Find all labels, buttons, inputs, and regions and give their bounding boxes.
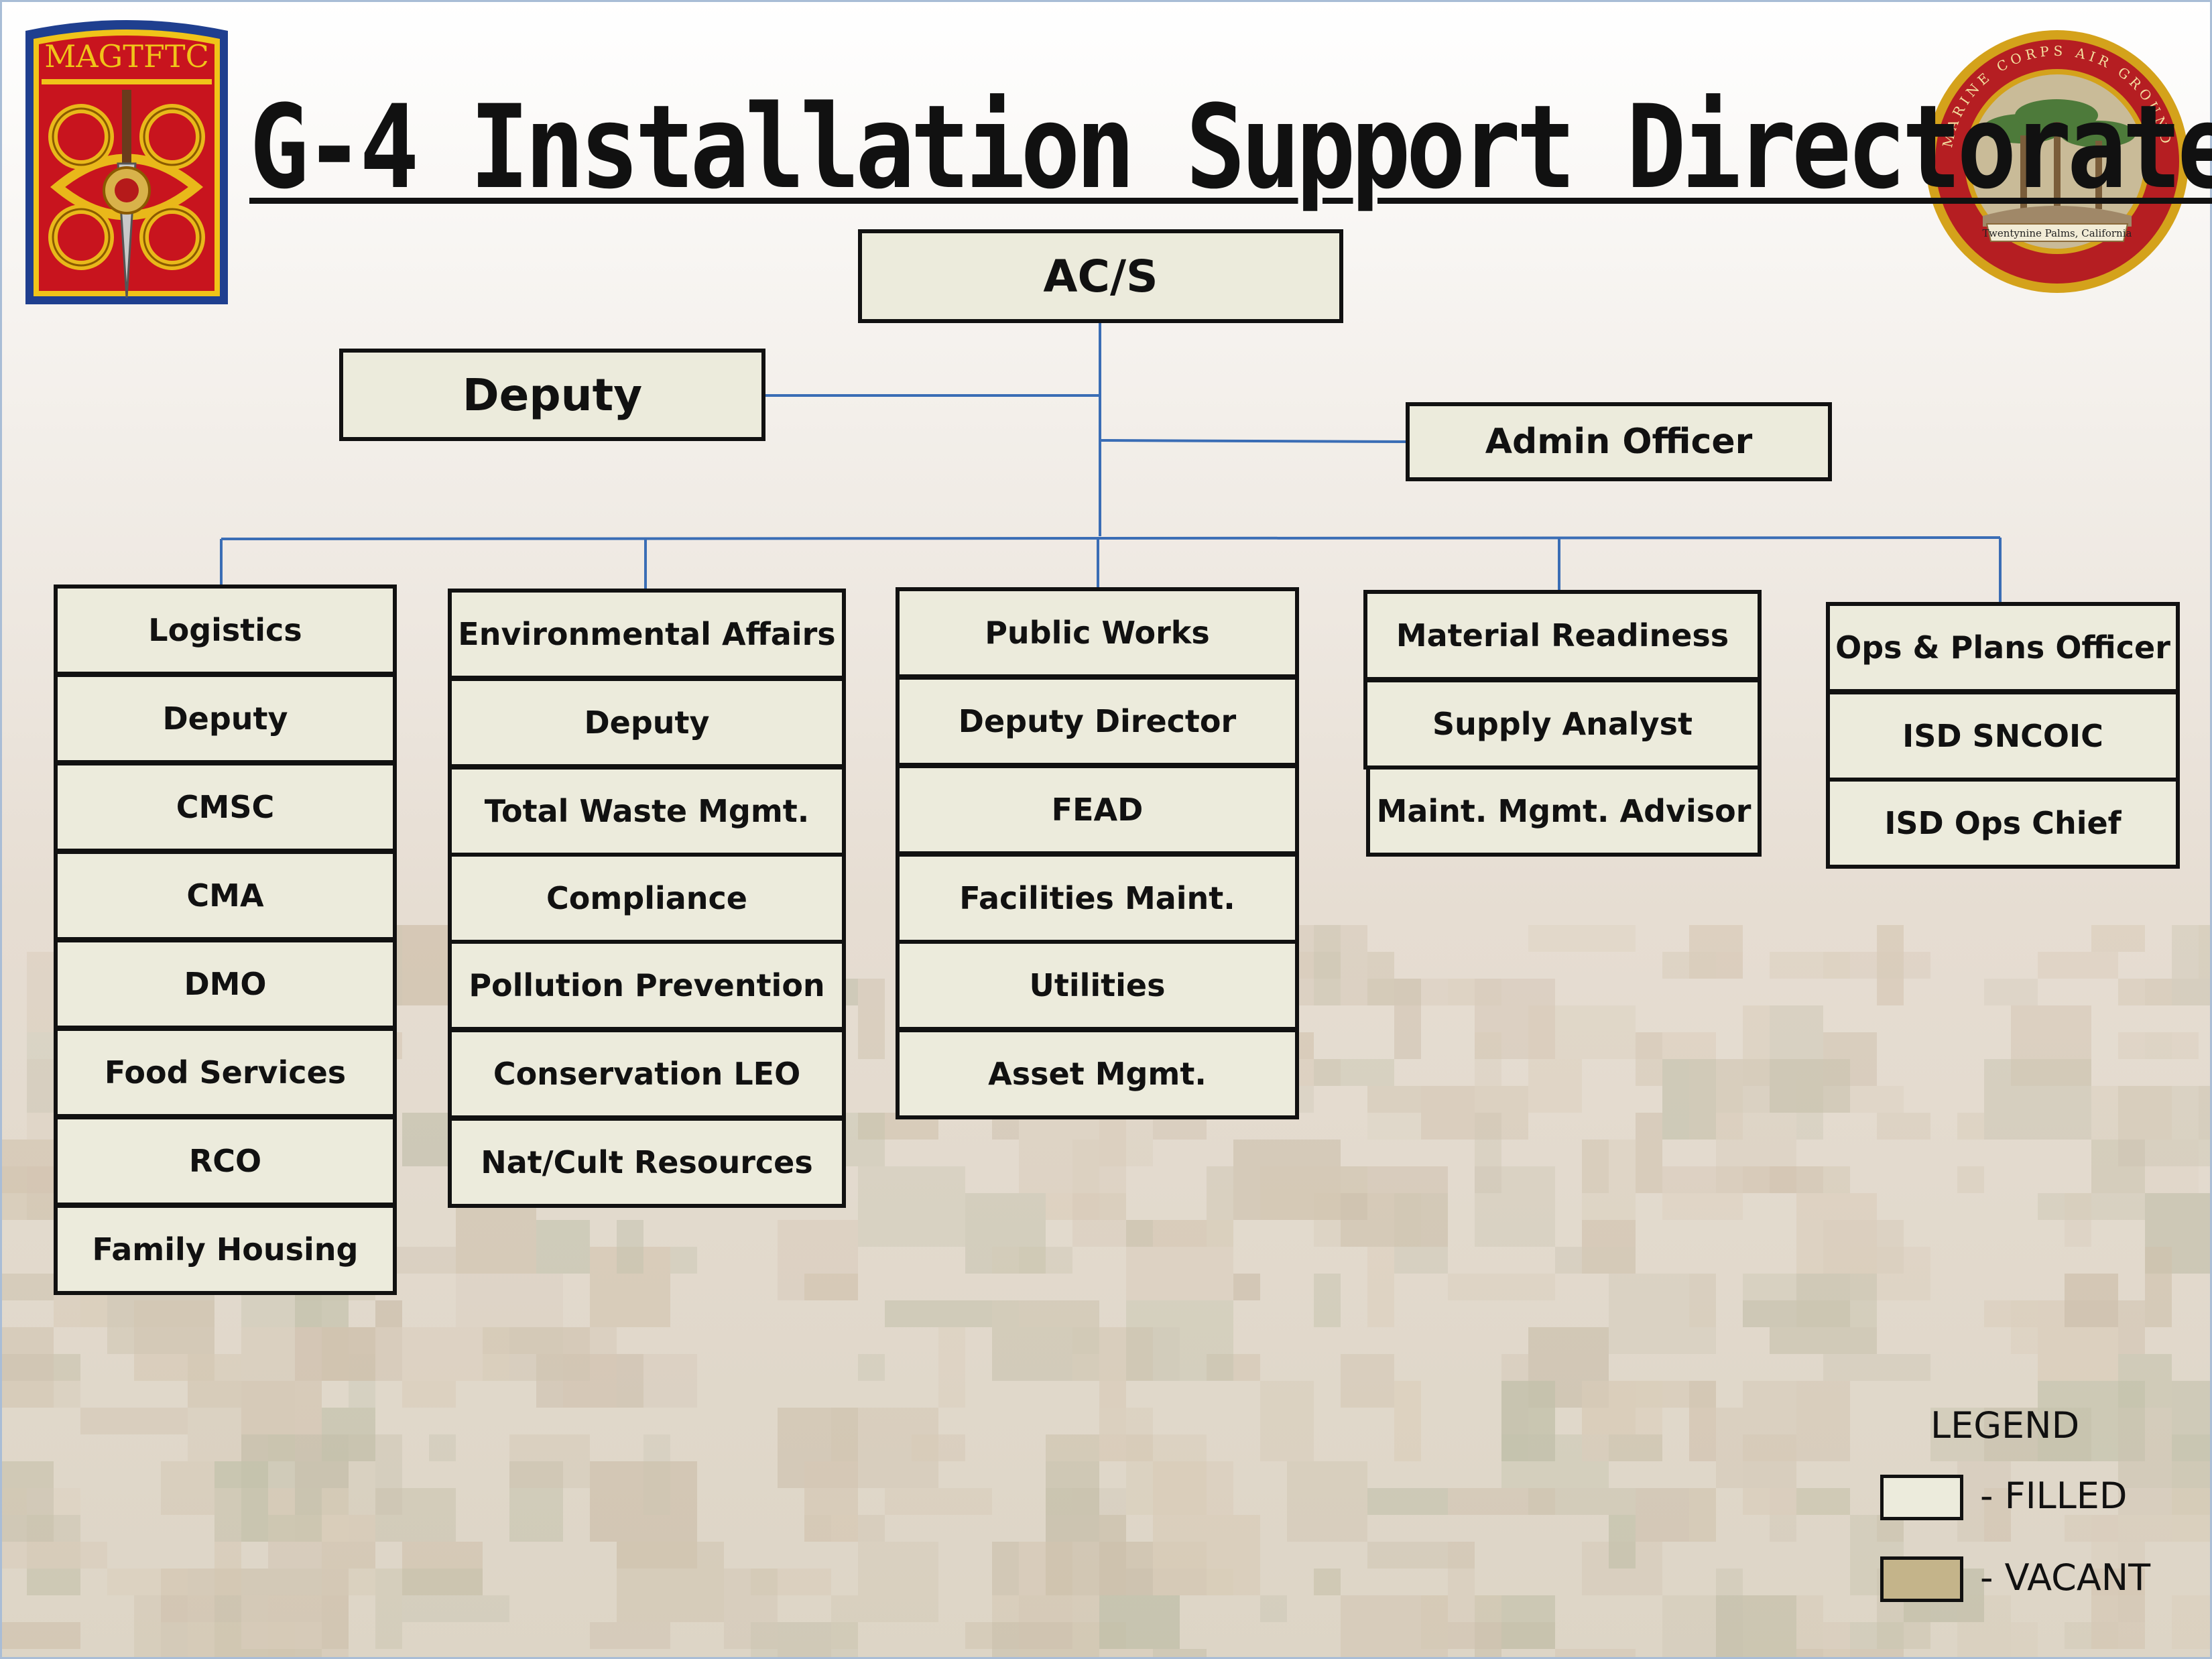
environmental-deputy-box: Deputy bbox=[448, 677, 846, 768]
food-services-box: Food Services bbox=[54, 1027, 397, 1118]
legend-title: LEGEND bbox=[1930, 1404, 2080, 1447]
maint-mgmt-advisor-box: Maint. Mgmt. Advisor bbox=[1366, 765, 1762, 857]
legend-vacant-swatch bbox=[1880, 1556, 1963, 1602]
fead-box: FEAD bbox=[896, 764, 1299, 855]
deputy-director-box: Deputy Director bbox=[896, 676, 1299, 767]
family-housing-box: Family Housing bbox=[54, 1204, 397, 1295]
rco-box: RCO bbox=[54, 1115, 397, 1207]
acs-box: AC/S bbox=[858, 229, 1343, 323]
page-title: G-4 Installation Support Directorate bbox=[249, 80, 2212, 214]
isd-ops-chief-box: ISD Ops Chief bbox=[1826, 778, 2180, 869]
total-waste-mgmt-box: Total Waste Mgmt. bbox=[448, 765, 846, 857]
dmo-box: DMO bbox=[54, 938, 397, 1030]
compliance-box: Compliance bbox=[448, 853, 846, 944]
legend-filled-swatch bbox=[1880, 1475, 1963, 1520]
logistics-box: Logistics bbox=[54, 585, 397, 676]
seal-banner-text: Twentynine Palms, California bbox=[1983, 227, 2132, 239]
admin-officer-box: Admin Officer bbox=[1406, 402, 1832, 481]
deputy-box: Deputy bbox=[339, 349, 765, 441]
magtftc-emblem: MAGTFTC bbox=[25, 20, 228, 304]
logistics-deputy-box: Deputy bbox=[54, 673, 397, 764]
magtftc-logo-text: MAGTFTC bbox=[44, 38, 209, 74]
utilities-box: Utilities bbox=[896, 940, 1299, 1031]
combat-center-seal: MARINE CORPS AIR GROUND COMBAT CENTER Tw… bbox=[1922, 28, 2189, 293]
cma-box: CMA bbox=[54, 850, 397, 941]
legend-filled-label: - FILLED bbox=[1980, 1475, 2128, 1517]
pollution-prevention-box: Pollution Prevention bbox=[448, 940, 846, 1031]
public-works-box: Public Works bbox=[896, 587, 1299, 678]
ops-plans-officer-box: Ops & Plans Officer bbox=[1826, 602, 2180, 693]
legend-vacant-label: - VACANT bbox=[1980, 1556, 2151, 1599]
conservation-leo-box: Conservation LEO bbox=[448, 1028, 846, 1119]
supply-analyst-box: Supply Analyst bbox=[1363, 678, 1762, 770]
facilities-maint-box: Facilities Maint. bbox=[896, 853, 1299, 944]
asset-mgmt-box: Asset Mgmt. bbox=[896, 1028, 1299, 1119]
isd-sncoic-box: ISD SNCOIC bbox=[1826, 690, 2180, 782]
environmental-affairs-box: Environmental Affairs bbox=[448, 589, 846, 680]
cmsc-box: CMSC bbox=[54, 761, 397, 853]
material-readiness-box: Material Readiness bbox=[1363, 590, 1762, 681]
nat-cult-resources-box: Nat/Cult Resources bbox=[448, 1117, 846, 1208]
